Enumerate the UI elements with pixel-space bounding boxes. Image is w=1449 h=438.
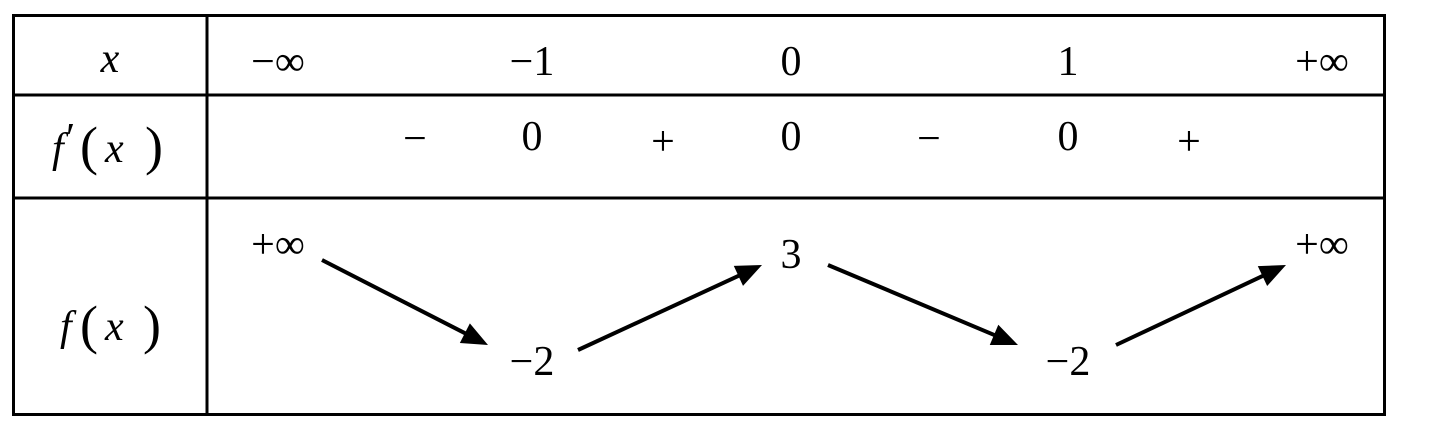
variation-arrow-1-shaft [577,273,742,352]
x-values-row: −∞ −1 0 1 +∞ [251,39,1349,85]
x-value-3: 1 [1058,39,1079,85]
x-value-0: −∞ [251,39,305,85]
function-value-3: −2 [1046,339,1091,385]
derivative-sign-1: + [651,119,675,165]
variation-arrow-2-shaft [827,263,997,338]
function-fn-name: f [60,304,77,350]
variation-arrow-3 [1115,265,1286,347]
function-open-paren: ( [80,295,98,355]
table-border [12,14,1386,416]
derivative-sign-3: + [1177,119,1201,165]
table-grid [12,14,1386,416]
variation-arrow-1-head [733,265,762,286]
derivative-var: x [104,126,124,172]
function-value-2: 3 [781,232,802,278]
function-value-0: +∞ [251,222,305,268]
variation-arrow-0 [321,258,488,345]
variation-arrow-2-head [989,324,1018,346]
derivative-row: − 0 + 0 − 0 + [403,114,1201,165]
derivative-zero-2: 0 [1058,114,1079,160]
function-var: x [104,304,124,350]
derivative-close-paren: ) [145,116,163,176]
derivative-prime: ′ [66,116,75,162]
variation-arrow-2 [827,263,1018,346]
derivative-open-paren: ( [80,116,98,176]
variation-arrows [321,258,1286,352]
function-close-paren: ) [143,295,161,355]
function-value-4: +∞ [1295,222,1349,268]
derivative-zero-0: 0 [522,114,543,160]
variation-arrow-3-shaft [1115,273,1266,347]
row-label-x: x [100,36,120,82]
function-row: +∞ −2 3 −2 +∞ [251,222,1349,385]
variation-arrow-3-head [1257,265,1286,287]
variation-arrow-0-shaft [321,258,468,336]
variation-arrow-1 [577,265,762,352]
x-value-4: +∞ [1295,39,1349,85]
derivative-sign-0: − [403,116,427,162]
function-value-1: −2 [510,339,555,385]
row-label-function: f ( x ) [60,295,161,355]
variation-arrow-0-head [459,323,488,345]
derivative-sign-2: − [917,116,941,162]
x-value-2: 0 [781,39,802,85]
row-label-derivative: f ′ ( x ) [52,116,163,176]
x-value-1: −1 [510,39,555,85]
derivative-zero-1: 0 [781,114,802,160]
